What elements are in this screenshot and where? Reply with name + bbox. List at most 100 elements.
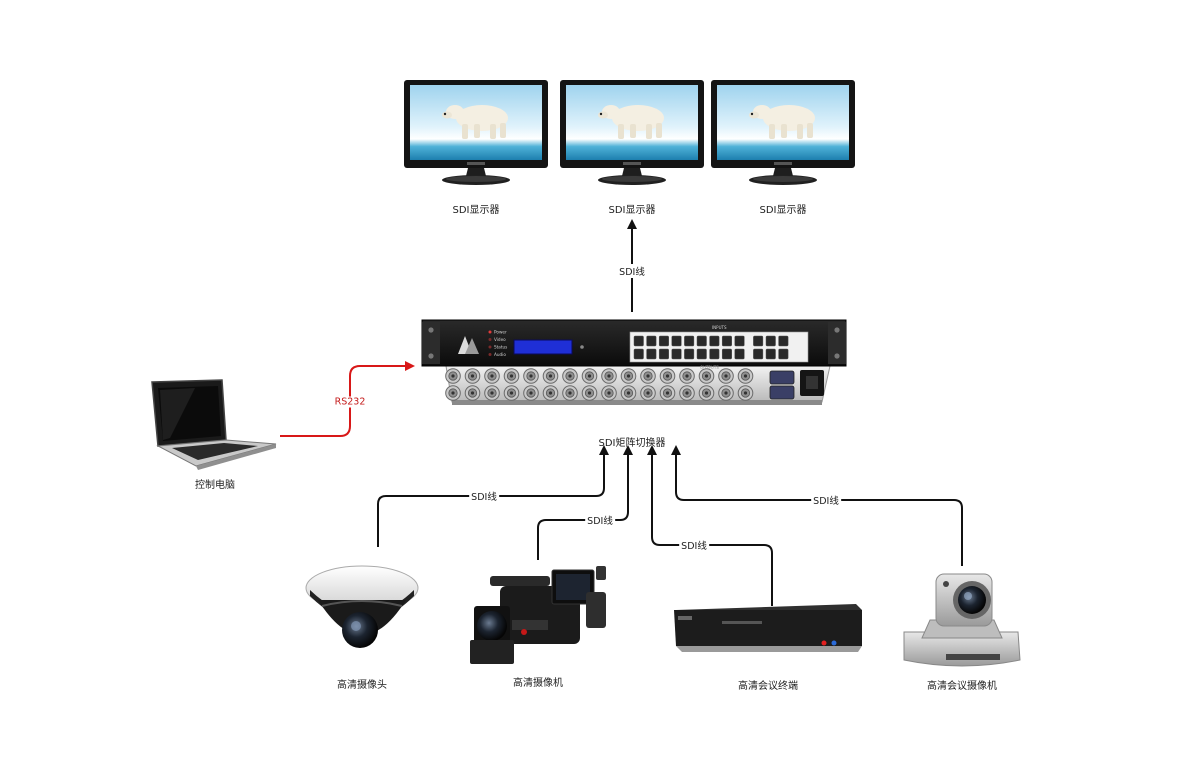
matrix-key	[646, 335, 657, 347]
matrix-key	[658, 335, 669, 347]
matrix-key	[734, 348, 745, 360]
bnc-connector	[484, 368, 500, 384]
inputs-header: INPUTS	[712, 325, 727, 330]
bnc-connector	[581, 385, 598, 401]
key-pad: INPUTS OUTPUTS	[629, 325, 809, 370]
bnc-connector	[679, 368, 695, 384]
matrix-key	[633, 335, 644, 347]
bnc-connector	[737, 385, 754, 401]
matrix-key	[778, 335, 789, 347]
matrix-key	[696, 348, 707, 360]
matrix-key	[671, 335, 682, 347]
source-3-wire	[647, 445, 773, 606]
bnc-connector	[484, 385, 500, 401]
bnc-connector	[659, 368, 676, 384]
matrix-key	[765, 348, 776, 360]
status-led-label: Status	[494, 345, 507, 350]
bnc-connector	[503, 385, 520, 401]
network-port	[769, 385, 795, 400]
brand-logo	[458, 336, 479, 354]
matrix-label: SDI矩阵切换器	[598, 438, 666, 449]
bnc-connector	[464, 385, 481, 401]
matrix-key	[633, 348, 644, 360]
source-4-link-label: SDI线	[811, 493, 841, 507]
output-link-label: SDI线	[617, 264, 647, 278]
monitor-1	[404, 80, 548, 185]
matrix-key	[646, 348, 657, 360]
source-1-label: 高清摄像头	[337, 680, 387, 691]
bnc-connector	[542, 385, 559, 401]
bnc-connector	[718, 385, 734, 401]
bnc-connector	[659, 385, 676, 401]
source-4-label: 高清会议摄像机	[927, 681, 997, 692]
status-led-label: Audio	[494, 352, 506, 357]
source-2-label: 高清摄像机	[513, 678, 563, 689]
status-led-label: Power	[494, 330, 507, 335]
source-1-link-label: SDI线	[469, 489, 499, 503]
source-3-link-label: SDI线	[679, 538, 709, 552]
status-led	[488, 338, 492, 341]
bnc-connector	[542, 368, 559, 384]
monitor-3-label: SDI显示器	[759, 205, 807, 216]
source-2-wire	[537, 445, 633, 560]
matrix-key	[778, 348, 789, 360]
bnc-connector	[620, 368, 637, 384]
bnc-connector	[679, 385, 695, 401]
control-laptop	[151, 379, 277, 470]
bnc-connector	[737, 368, 754, 384]
monitor-2	[560, 80, 704, 185]
bnc-connector	[620, 385, 637, 401]
bnc-connector	[503, 368, 520, 384]
outputs-header: OUTPUTS	[700, 365, 719, 370]
matrix-key	[684, 335, 695, 347]
bnc-connector	[718, 368, 734, 384]
source-2-link-label: SDI线	[585, 513, 615, 527]
matrix-key	[753, 348, 764, 360]
ptz-conference-camera	[903, 573, 1021, 667]
bnc-connector	[445, 385, 461, 401]
matrix-key	[709, 335, 720, 347]
conference-terminal	[674, 604, 862, 652]
matrix-key	[658, 348, 669, 360]
bnc-connector	[601, 385, 617, 401]
matrix-key	[734, 335, 745, 347]
source-4-wire	[671, 445, 963, 566]
bnc-connector	[523, 368, 539, 384]
bnc-connector	[698, 368, 715, 384]
status-led	[488, 353, 492, 356]
matrix-key	[671, 348, 682, 360]
camcorder	[470, 566, 606, 664]
matrix-key	[721, 335, 732, 347]
bnc-connector	[523, 385, 539, 401]
laptop-label: 控制电脑	[195, 480, 235, 491]
monitor-3	[711, 80, 855, 185]
lcd-display	[513, 339, 573, 355]
matrix-key	[765, 335, 776, 347]
matrix-key	[721, 348, 732, 360]
matrix-key	[696, 335, 707, 347]
bnc-connector	[581, 368, 598, 384]
bnc-connector	[698, 385, 715, 401]
bnc-connector	[640, 368, 656, 384]
status-led-label: Video	[494, 337, 506, 342]
bnc-connector	[562, 368, 578, 384]
bnc-connector	[464, 368, 481, 384]
bnc-connector	[562, 385, 578, 401]
status-led	[488, 345, 492, 349]
monitor-2-label: SDI显示器	[608, 205, 656, 216]
rs232-port	[769, 370, 795, 385]
dome-camera	[305, 565, 419, 648]
bnc-connector	[601, 368, 617, 384]
matrix-key	[684, 348, 695, 360]
rs232-link-label: RS232	[332, 396, 368, 408]
bnc-connector	[445, 368, 461, 384]
source-3-label: 高清会议终端	[738, 681, 798, 692]
matrix-key	[753, 335, 764, 347]
bnc-connector	[640, 385, 656, 401]
matrix-key	[709, 348, 720, 360]
status-led	[488, 330, 492, 334]
